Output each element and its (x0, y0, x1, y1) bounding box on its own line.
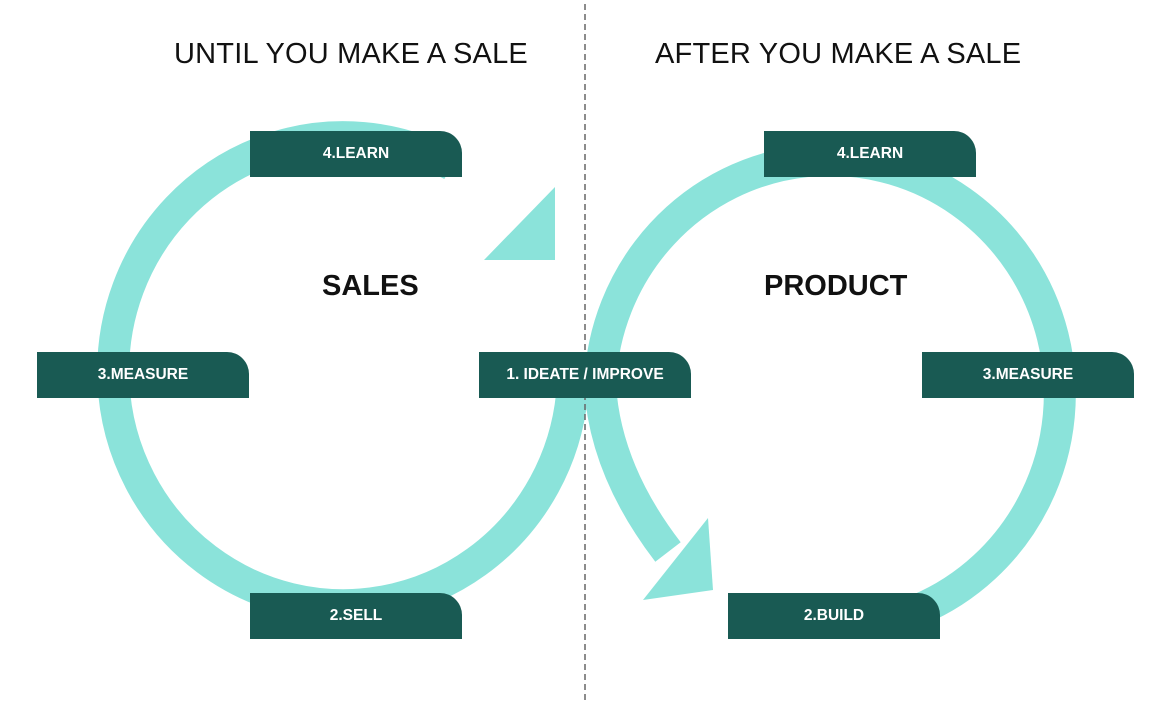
product-step-learn: 4.LEARN (764, 131, 976, 177)
product-loop-arrowhead (643, 518, 713, 600)
product-step-build: 2.BUILD (728, 593, 940, 639)
right-heading: AFTER YOU MAKE A SALE (655, 38, 1022, 70)
sales-step-sell: 2.SELL (250, 593, 462, 639)
product-step-measure: 3.MEASURE (922, 352, 1134, 398)
sales-title: SALES (322, 270, 419, 302)
product-title: PRODUCT (764, 270, 908, 302)
shared-step-ideate-improve: 1. IDEATE / IMPROVE (479, 352, 691, 398)
sales-step-learn: 4.LEARN (250, 131, 462, 177)
product-loop-tail (584, 383, 681, 562)
product-loop-ring (584, 143, 1076, 625)
left-heading: UNTIL YOU MAKE A SALE (174, 38, 528, 70)
sales-loop-arrowhead (484, 187, 555, 260)
sales-step-measure: 3.MEASURE (37, 352, 249, 398)
